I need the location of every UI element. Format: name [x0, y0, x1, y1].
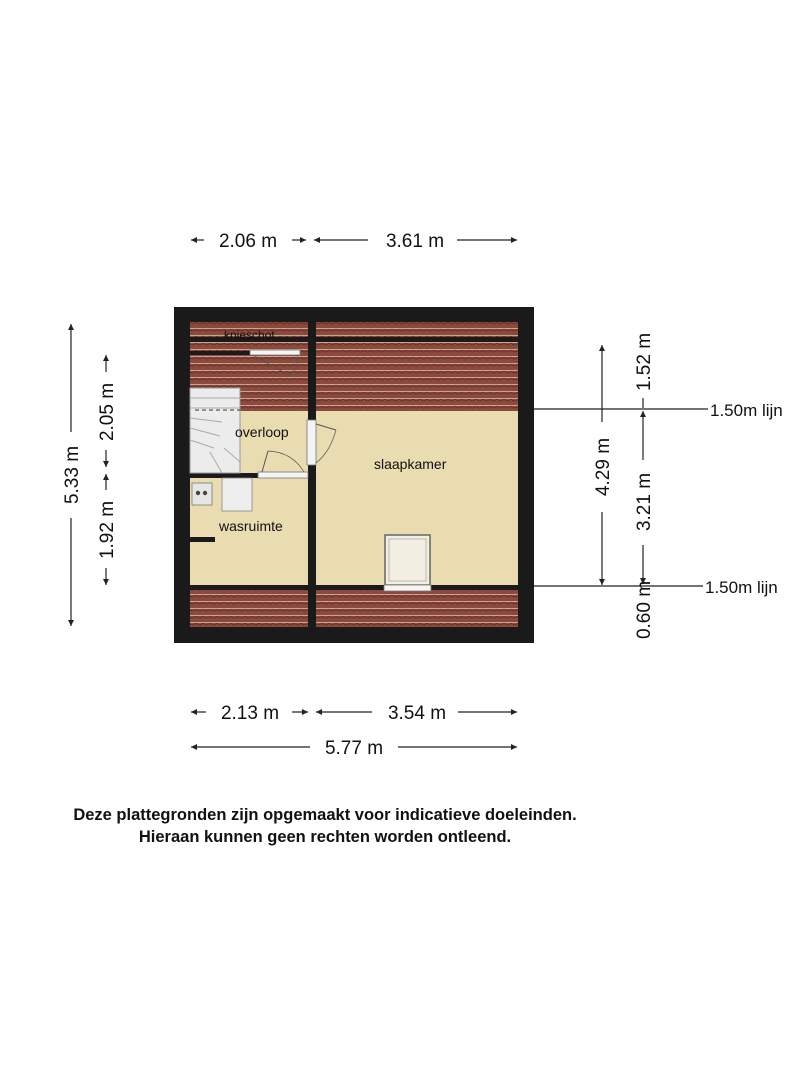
dim-left-upper: 2.05 m [97, 383, 118, 441]
dim-left-total: 5.33 m [62, 446, 83, 504]
dimension-bottom: 2.13 m 3.54 m 5.77 m [191, 703, 517, 759]
room-label-overloop: overloop [235, 424, 289, 440]
wall-wasruimte-stub [190, 537, 215, 542]
line-label-upper: 1.50m lijn [710, 401, 783, 420]
door-slaapkamer [306, 419, 337, 466]
dim-left-lower: 1.92 m [97, 501, 118, 559]
roof-window [383, 534, 432, 592]
washing-machine [191, 482, 213, 506]
disclaimer-line-2: Hieraan kunnen geen rechten worden ontle… [138, 828, 512, 846]
wall-knieschot-bottom [190, 351, 250, 355]
dim-bottom-right: 3.54 m [388, 703, 446, 724]
dim-right-outer-bottom: 0.60 m [634, 581, 655, 639]
dim-right-inner: 4.29 m [593, 438, 614, 496]
room-label-wasruimte: wasruimte [218, 518, 283, 534]
line-label-lower: 1.50m lijn [705, 578, 778, 597]
disclaimer-line-1: Deze plattegronden zijn opgemaakt voor i… [73, 806, 577, 824]
dim-top-left: 2.06 m [219, 231, 277, 252]
dim-bottom-left: 2.13 m [221, 703, 279, 724]
dim-top-right: 3.61 m [386, 231, 444, 252]
dimension-top: 2.06 m 3.61 m [191, 231, 517, 252]
building [174, 307, 534, 643]
room-label-knieschot: knieschot [224, 328, 275, 342]
dimension-left: 5.33 m 2.05 m 1.92 m [62, 324, 118, 626]
wall-bottom [190, 585, 518, 590]
dimension-right: 4.29 m 1.52 m 3.21 m 0.60 m 1.50m lijn 1… [534, 333, 783, 639]
knieschot-door [249, 349, 301, 377]
wall-vertical-center [308, 322, 316, 627]
wall-top-right [316, 337, 518, 342]
dryer [221, 477, 253, 512]
wall-overloop-bottom [190, 473, 260, 478]
wall-knieschot-top [190, 337, 308, 342]
door-wasruimte [257, 450, 309, 479]
dim-bottom-total: 5.77 m [325, 738, 383, 759]
room-label-slaapkamer: slaapkamer [374, 456, 447, 472]
staircase [189, 387, 241, 474]
roof-tiles-bottom [190, 590, 518, 627]
dim-right-outer-mid: 3.21 m [634, 473, 655, 531]
dim-right-outer-top: 1.52 m [634, 333, 655, 391]
disclaimer: Deze plattegronden zijn opgemaakt voor i… [0, 804, 650, 848]
